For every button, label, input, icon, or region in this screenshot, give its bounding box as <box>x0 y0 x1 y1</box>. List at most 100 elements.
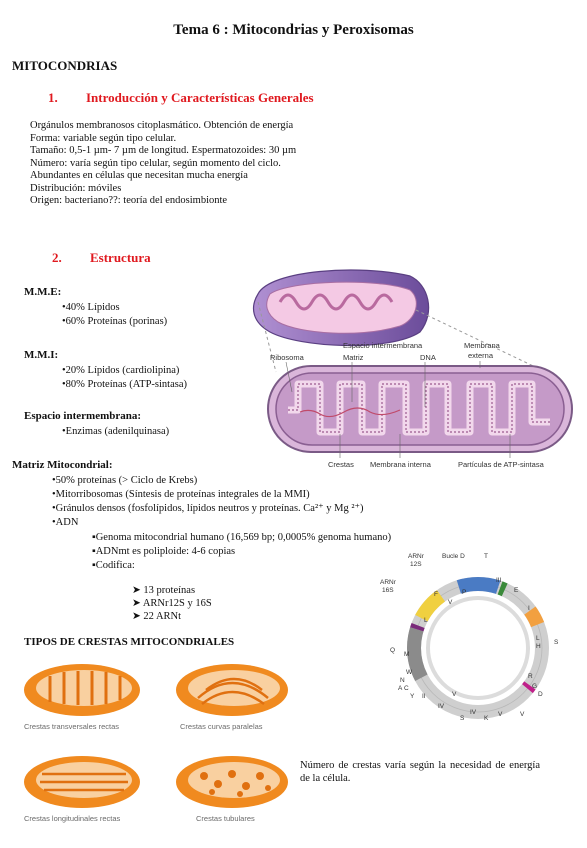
section-2-title: Estructura <box>90 250 151 265</box>
section-2-number: 2. <box>52 250 62 265</box>
mmi-label: M.M.I: <box>24 349 59 361</box>
crest-caption-3: Crestas longitudinales rectas <box>24 814 121 823</box>
adn-item: ▪Codifica: <box>92 560 135 571</box>
gene-label: A <box>398 685 403 692</box>
mitochondrion-3d <box>252 269 430 347</box>
gene-label: V <box>520 711 525 718</box>
intro-line: Tamaño: 0,5-1 µm- 7 µm de longitud. Espe… <box>30 145 297 156</box>
mitochondrion-cross-section <box>267 365 573 453</box>
gene-label: II <box>422 693 426 700</box>
gene-label: III <box>496 577 502 584</box>
label-espacio: Espacio intermembrana <box>343 341 423 350</box>
mme-item: •40% Lípidos <box>62 302 120 313</box>
matriz-item: •50% proteínas (> Ciclo de Krebs) <box>52 475 198 486</box>
gene-label: P <box>462 589 466 596</box>
intro-line: Origen: bacteriano??: teoría del endosim… <box>30 195 228 206</box>
gene-segment <box>407 577 549 719</box>
mitochondrion-diagram: Ribosoma Matriz Espacio intermembrana DN… <box>252 269 573 469</box>
gene-label: L <box>424 617 428 624</box>
label-dna: DNA <box>420 353 436 362</box>
gene-label: F <box>434 591 438 598</box>
codifica-list: ➤ 13 proteínas ➤ ARNr12S y 16S ➤ 22 ARNt <box>132 584 212 623</box>
crest-note: Número de crestas varía según la necesid… <box>300 760 540 784</box>
intro-line: Orgánulos membranosos citoplasmático. Ob… <box>30 120 294 131</box>
label-ribosoma: Ribosoma <box>270 353 305 362</box>
adn-list: ▪Genoma mitocondrial humano (16,569 bp; … <box>92 531 391 573</box>
gene-label: H <box>536 643 541 650</box>
crest-tubulares-icon <box>176 756 288 808</box>
codifica-item: ➤ 13 proteínas <box>132 585 196 596</box>
gene-label: V <box>452 691 457 698</box>
espacio-item: •Enzimas (adenilquinasa) <box>62 426 170 437</box>
matriz-list: •50% proteínas (> Ciclo de Krebs) •Mitor… <box>52 474 364 530</box>
mtdna-map: ARNr 12S ARNr 16S Bucle D T P III E I L … <box>380 553 559 722</box>
projection-line <box>257 301 277 373</box>
mmi-list: •20% Lípidos (cardiolipina) •80% Proteín… <box>62 364 187 392</box>
label-arnr16s-2: 16S <box>382 587 394 594</box>
matriz-item: •ADN <box>52 517 79 528</box>
espacio-list: •Enzimas (adenilquinasa) <box>62 425 169 439</box>
gene-label: M <box>404 651 409 658</box>
crest-curvas-icon <box>176 664 288 716</box>
gene-label: R <box>528 673 533 680</box>
gene-label: E <box>514 587 519 594</box>
projection-line <box>415 309 551 375</box>
intro-line: Abundantes en células que necesitan much… <box>30 170 248 181</box>
tipos-heading: TIPOS DE CRESTAS MITOCONDRIALES <box>24 636 235 648</box>
intro-line: Forma: variable según tipo celular. <box>30 132 177 144</box>
label-membrana-externa-2: externa <box>468 351 494 360</box>
main-heading: MITOCONDRIAS <box>12 58 118 73</box>
dna-strand <box>299 407 401 418</box>
label-bucle-d: Bucle D <box>442 553 465 560</box>
gene-label: Y <box>410 693 415 700</box>
codifica-item: ➤ 22 ARNt <box>132 611 182 622</box>
gene-label: IV <box>470 709 477 716</box>
gene-label: W <box>406 669 413 676</box>
gene-label: I <box>528 605 530 612</box>
gene-label: IV <box>438 703 445 710</box>
gene-label: V <box>448 599 453 606</box>
matriz-label: Matriz Mitocondrial: <box>12 459 113 471</box>
adn-item: ▪Genoma mitocondrial humano (16,569 bp; … <box>92 532 392 543</box>
gene-label: L <box>536 635 540 642</box>
matriz-item: •Mitorribosomas (Síntesis de proteínas i… <box>52 489 310 500</box>
intro-line: Número: varía según tipo celular, según … <box>30 157 281 169</box>
matriz-item: •Gránulos densos (fosfolípidos, lípidos … <box>52 503 364 514</box>
codifica-item: ➤ ARNr12S y 16S <box>132 598 212 609</box>
label-membrana-interna: Membrana interna <box>370 460 432 469</box>
label-arnr12s-1: ARNr <box>408 553 425 560</box>
gene-label: K <box>484 715 489 722</box>
section-1-heading: 1. Introducción y Características General… <box>48 90 314 106</box>
label-arnr16s-1: ARNr <box>380 579 397 586</box>
label-crestas: Crestas <box>328 460 354 469</box>
mmi-item: •20% Lípidos (cardiolipina) <box>62 365 180 376</box>
label-arnr12s-2: 12S <box>410 561 422 568</box>
intro-line: Distribución: móviles <box>30 182 122 194</box>
label-particulas: Partículas de ATP-sintasa <box>458 460 545 469</box>
espacio-label: Espacio intermembrana: <box>24 410 142 422</box>
gene-label: G <box>532 683 537 690</box>
label-matriz: Matriz <box>343 353 364 362</box>
page-title: Tema 6 : Mitocondrias y Peroxisomas <box>173 22 414 38</box>
mme-label: M.M.E: <box>24 286 62 298</box>
adn-item: ▪ADNmt es poliploide: 4-6 copias <box>92 546 236 557</box>
crest-caption-4: Crestas tubulares <box>196 814 255 823</box>
gene-label: S <box>460 715 465 722</box>
crest-caption-2: Crestas curvas paralelas <box>180 722 263 731</box>
intro-paragraph: Orgánulos membranosos citoplasmático. Ob… <box>30 120 296 208</box>
mme-item: •60% Proteínas (porinas) <box>62 316 168 327</box>
section-1-title: Introducción y Características Generales <box>86 90 314 105</box>
crest-longitudinales-icon <box>24 756 140 808</box>
gene-label: D <box>538 691 543 698</box>
gene-label: V <box>498 711 503 718</box>
gene-label: Q <box>390 647 395 654</box>
gene-label: N <box>400 677 405 684</box>
gene-label: C <box>404 685 409 692</box>
section-1-number: 1. <box>48 90 58 105</box>
mme-list: •40% Lípidos •60% Proteínas (porinas) <box>62 301 167 329</box>
crest-caption-1: Crestas transversales rectas <box>24 722 120 731</box>
gene-label: S <box>554 639 559 646</box>
label-membrana-externa-1: Membrana <box>464 341 501 350</box>
gene-label: T <box>484 553 488 560</box>
crest-transversales-icon <box>24 664 140 716</box>
